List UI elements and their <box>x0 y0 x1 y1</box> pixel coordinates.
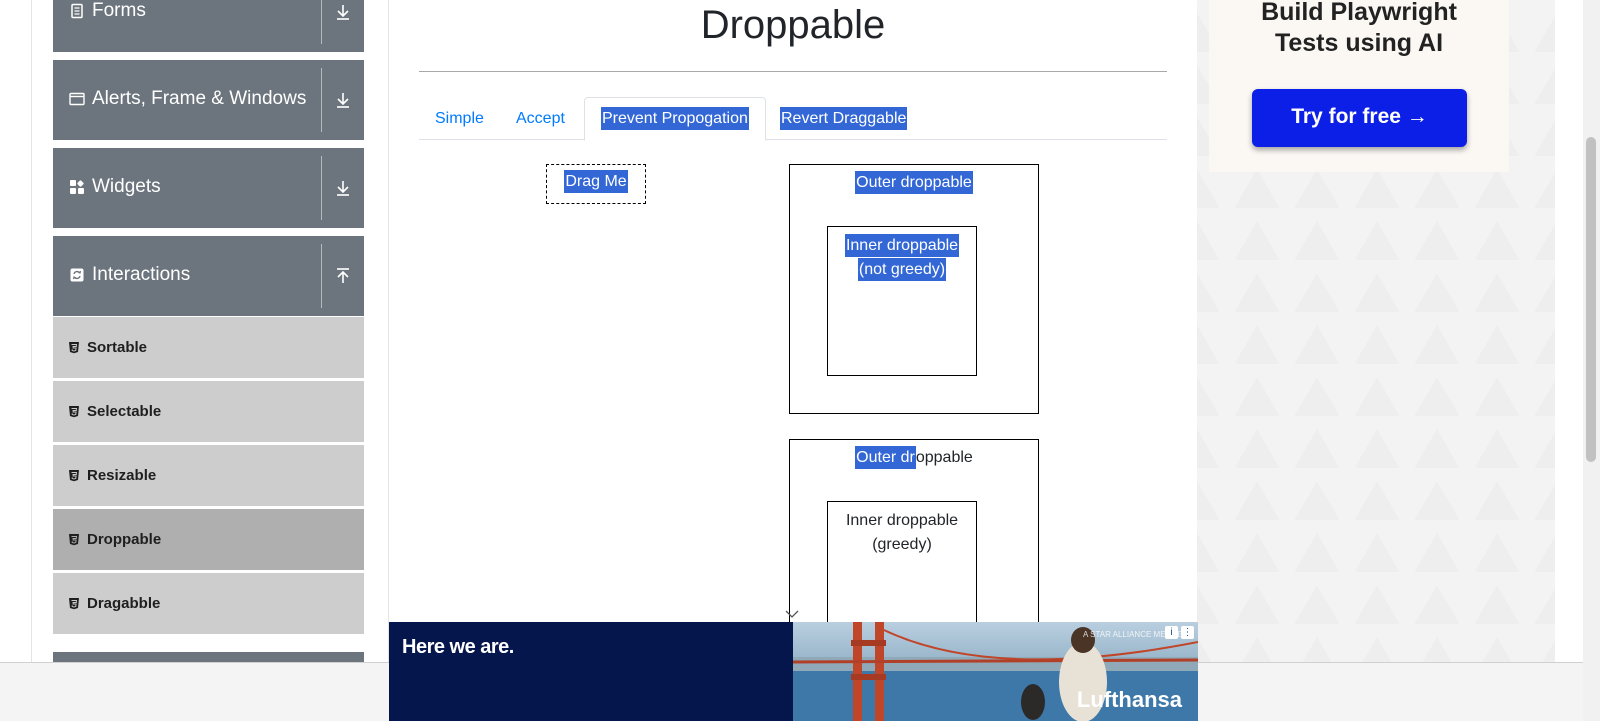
sidebar-item-resizable[interactable]: Resizable <box>53 445 364 507</box>
inner-droppable-line2: (greedy) <box>872 536 932 553</box>
sidebar-group-label: Alerts, Frame & Windows <box>92 88 307 109</box>
sidebar-item-dragabble[interactable]: Dragabble <box>53 573 364 635</box>
golden-gate-illustration <box>793 622 1198 721</box>
html5-icon <box>69 534 79 546</box>
sidebar-item-label: Droppable <box>87 531 162 548</box>
ad-card[interactable]: Build Playwright Tests using AI Try for … <box>1209 0 1509 172</box>
tab-revert-draggable[interactable]: Revert Draggable <box>764 97 923 140</box>
ad-headline-line2: Tests using AI <box>1274 29 1444 57</box>
bottom-banner-ad[interactable]: Here we are. A STAR ALLIANCE MEMBER i ⋮ <box>389 622 1198 721</box>
left-divider <box>31 0 32 662</box>
drag-me-label: Drag Me <box>564 170 628 193</box>
banner-small-text: A STAR ALLIANCE MEMBER <box>1083 630 1189 639</box>
sidebar-group-peek[interactable] <box>53 652 364 662</box>
inner-droppable-greedy[interactable]: Inner droppable (greedy) <box>827 501 977 651</box>
sidebar-group-label: Interactions <box>92 264 191 285</box>
sidebar-group-interactions[interactable]: Interactions <box>53 236 364 316</box>
download-arrow-icon[interactable] <box>334 91 352 109</box>
separator <box>321 156 322 220</box>
sidebar-group-alerts[interactable]: Alerts, Frame & Windows <box>53 60 364 140</box>
info-icon[interactable]: i <box>1165 626 1178 639</box>
tab-prevent-propogation[interactable]: Prevent Propogation <box>584 97 766 141</box>
title-divider <box>419 71 1167 72</box>
drag-me-box[interactable]: Drag Me <box>546 164 646 204</box>
inner-droppable-line1: Inner droppable <box>845 512 959 529</box>
tab-label: Revert Draggable <box>780 107 908 130</box>
sidebar-group-label: Forms <box>92 0 146 21</box>
sidebar-item-droppable[interactable]: Droppable <box>53 509 364 571</box>
banner-brand: Lufthansa <box>1076 687 1182 712</box>
widgets-icon <box>70 180 84 194</box>
sidebar-item-label: Sortable <box>87 339 148 356</box>
ad-headline-line1: Build Playwright <box>1261 0 1457 26</box>
tab-label: Prevent Propogation <box>601 107 749 130</box>
sidebar-group-widgets[interactable]: Widgets <box>53 148 364 228</box>
ad-choices[interactable]: i ⋮ <box>1165 626 1194 639</box>
outer-droppable-text: oppable <box>915 449 973 466</box>
outer-droppable-greedy[interactable]: Outer droppable Inner droppable (greedy) <box>789 439 1039 689</box>
refresh-icon <box>70 268 84 282</box>
tab-bar: Simple Accept Prevent Propogation Revert… <box>419 97 1167 141</box>
sidebar-group-forms[interactable]: Forms <box>53 0 364 52</box>
ad-headline: Build Playwright Tests using AI <box>1209 0 1509 59</box>
download-arrow-icon[interactable] <box>334 3 352 21</box>
inner-droppable-not-greedy[interactable]: Inner droppable (not greedy) <box>827 226 977 376</box>
scrollbar-thumb[interactable] <box>1586 137 1596 462</box>
inner-droppable-line2: (not greedy) <box>857 258 947 281</box>
chevron-down-icon[interactable] <box>784 607 800 621</box>
separator <box>321 68 322 132</box>
tab-label: Simple <box>435 110 484 127</box>
inner-droppable-line1: Inner droppable <box>844 234 960 257</box>
more-options-icon[interactable]: ⋮ <box>1181 626 1194 639</box>
outer-droppable-not-greedy[interactable]: Outer droppable Inner droppable (not gre… <box>789 164 1039 414</box>
download-arrow-icon[interactable] <box>334 179 352 197</box>
html5-icon <box>69 342 79 354</box>
banner-left-panel: Here we are. <box>389 622 793 721</box>
sidebar-item-label: Dragabble <box>87 595 161 612</box>
html5-icon <box>69 598 79 610</box>
banner-tagline: Here we are. <box>402 636 514 658</box>
sidebar-group-label: Widgets <box>92 176 161 197</box>
sidebar-item-selectable[interactable]: Selectable <box>53 381 364 443</box>
separator <box>321 0 322 44</box>
page-scrollbar[interactable] <box>1583 0 1600 721</box>
window-icon <box>69 92 85 106</box>
tab-accept[interactable]: Accept <box>500 97 581 140</box>
outer-droppable-text: Outer droppable <box>855 171 973 194</box>
upload-arrow-icon[interactable] <box>334 267 352 285</box>
main-divider <box>388 0 389 662</box>
tab-label: Accept <box>516 110 565 127</box>
try-for-free-button[interactable]: Try for free → <box>1252 89 1467 147</box>
banner-photo: A STAR ALLIANCE MEMBER i ⋮ Lufthansa <box>793 622 1198 721</box>
document-icon <box>71 3 83 19</box>
html5-icon <box>69 406 79 418</box>
outer-droppable-label: Outer droppable <box>790 171 1038 194</box>
outer-droppable-label: Outer droppable <box>790 446 1038 469</box>
page-title: Droppable <box>700 3 886 47</box>
sidebar-item-label: Selectable <box>87 403 162 420</box>
tab-simple[interactable]: Simple <box>419 97 500 140</box>
sidebar-item-label: Resizable <box>87 467 157 484</box>
html5-icon <box>69 470 79 482</box>
outer-droppable-selected-text: Outer dr <box>855 446 916 469</box>
sidebar-item-sortable[interactable]: Sortable <box>53 317 364 379</box>
right-ad-panel: Build Playwright Tests using AI Try for … <box>1197 0 1555 662</box>
separator <box>321 244 322 308</box>
